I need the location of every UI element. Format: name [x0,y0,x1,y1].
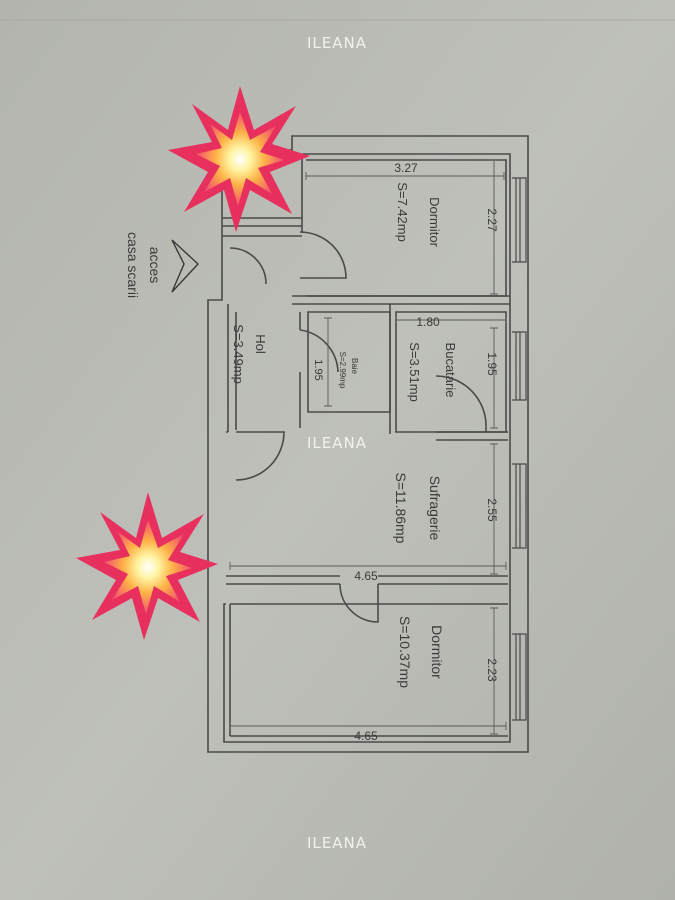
room-area-sufragerie: S=11.86mp [393,473,409,544]
dim-width-bucatarie: 1.80 [416,315,440,329]
room-area-bucatarie: S=3.51mp [407,342,422,402]
room-name-hol: Hol [253,334,268,354]
dim-depth-sufragerie: 2.55 [485,498,499,522]
room-area-baie: S=2.99mp [338,352,347,389]
room-area-hol: S=3.49mp [231,324,246,384]
room-name-bucatarie: Bucatarie [443,343,458,398]
room-area-dormitor-top: S=7.42mp [395,182,410,242]
watermark-top: ILEANA [306,34,368,52]
explosion-icon-bottom [76,492,218,640]
room-name-baie: Baie [350,358,359,375]
windows [512,177,527,721]
dimension-lines [229,159,507,735]
dim-depth-dormitor-top: 2.27 [485,208,499,232]
entrance-arrow-icon [171,239,199,293]
dim-depth-bucatarie: 1.95 [485,352,499,376]
dim-width-dormitor-bottom: 4.65 [354,729,378,743]
plan-walls [207,135,529,753]
dim-depth-dormitor-bottom: 2.23 [485,658,499,682]
room-area-dormitor-bottom: S=10.37mp [397,616,413,688]
room-name-dormitor-bottom: Dormitor [429,625,445,679]
watermark-middle: ILEANA [306,434,368,452]
room-name-dormitor-top: Dormitor [427,197,442,248]
dim-width-sufragerie: 4.65 [354,569,378,583]
dim-depth-baie: 1.95 [312,359,324,380]
dim-width-dormitor-top: 3.27 [394,161,418,175]
watermark-bottom: ILEANA [306,834,368,852]
entrance-label-2: casa scarii [125,232,141,298]
explosion-icon-top [168,86,310,232]
entrance-label-1: acces [147,247,163,284]
room-name-sufragerie: Sufragerie [427,476,443,541]
